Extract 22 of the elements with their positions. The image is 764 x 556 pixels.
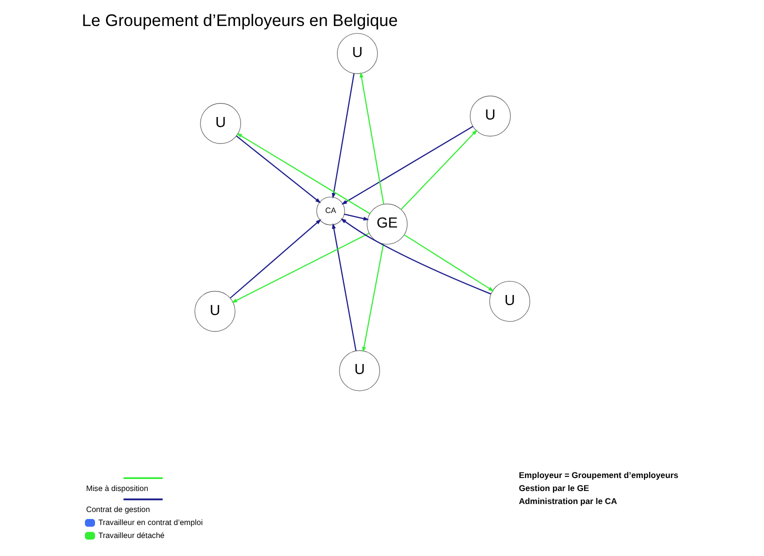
node-circle: U xyxy=(194,290,236,332)
label: Administration par le CA xyxy=(518,496,618,506)
node-circle: U xyxy=(336,33,378,74)
node-circle: GE xyxy=(366,204,408,244)
arrow xyxy=(230,219,322,298)
arrow xyxy=(400,130,478,210)
arrow xyxy=(341,126,474,205)
arrow xyxy=(360,72,384,204)
label: Gestion par le GE xyxy=(518,483,590,493)
node-circle: U xyxy=(339,350,380,392)
arrow xyxy=(332,73,355,199)
label: Employeur = Groupement d’employeurs xyxy=(518,470,678,480)
diagram-title: Le Groupement d’Employeurs en Belgique xyxy=(82,11,398,30)
arrow xyxy=(340,218,492,294)
arrow xyxy=(332,223,357,351)
arrow xyxy=(362,244,384,352)
arrow xyxy=(404,234,494,292)
arrow xyxy=(344,214,370,221)
arrow xyxy=(232,232,370,303)
arrow xyxy=(236,136,321,204)
node-circle: U xyxy=(200,103,241,144)
arrow xyxy=(236,133,370,214)
